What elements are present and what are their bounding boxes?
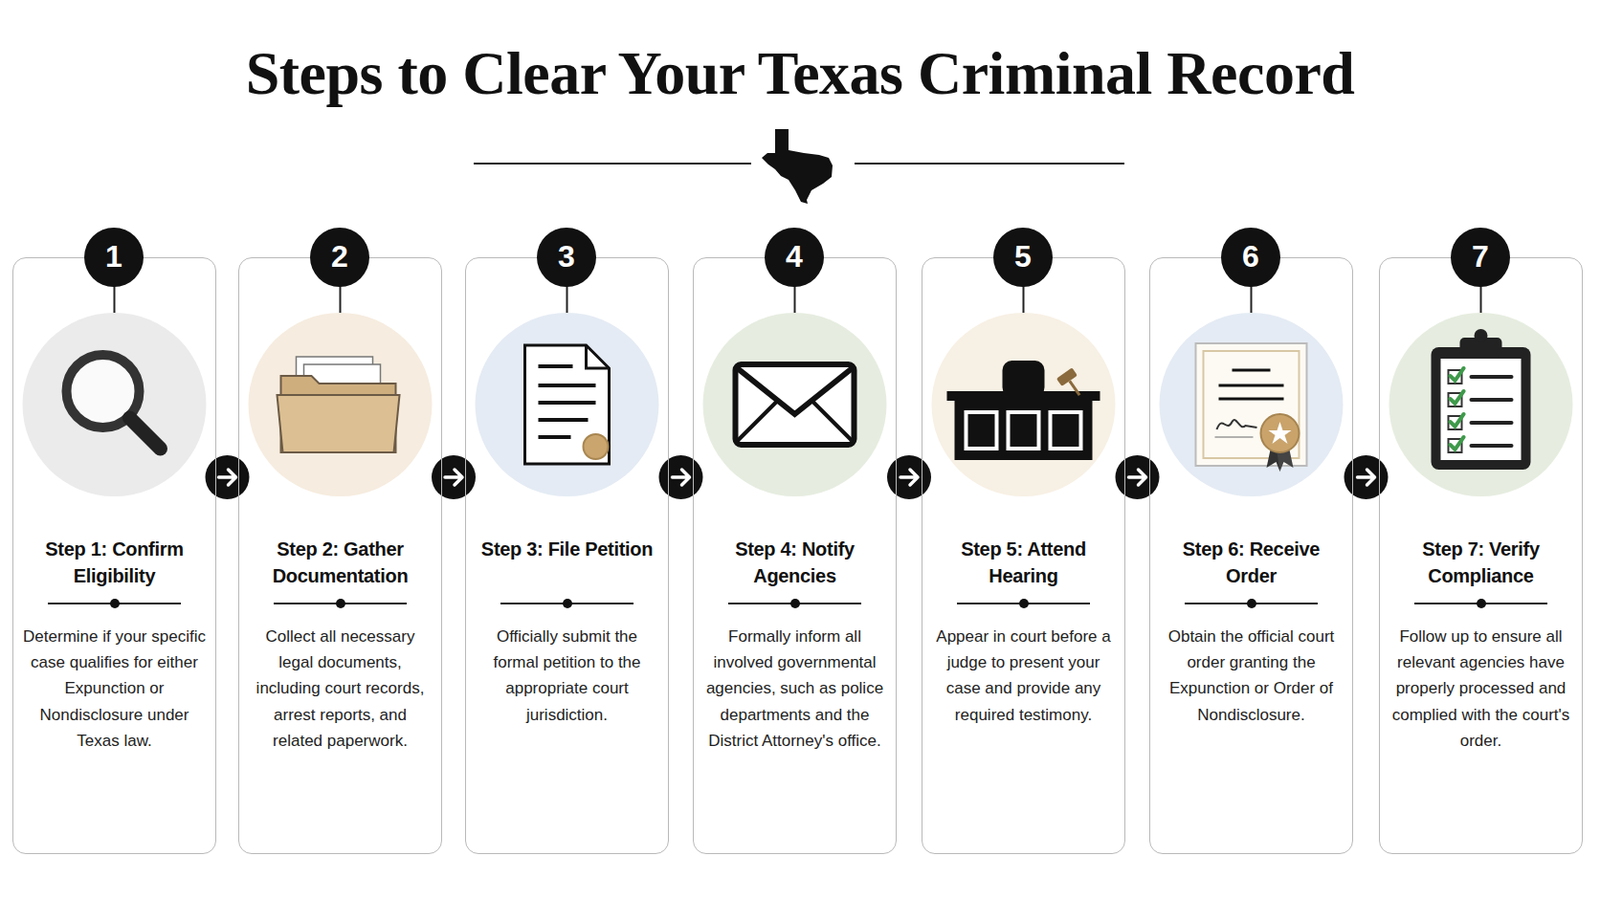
step-description: Appear in court before a judge to presen… (932, 623, 1115, 729)
step-number: 6 (1221, 227, 1281, 288)
step-description: Officially submit the formal petition to… (475, 623, 659, 729)
divider-line (500, 602, 634, 605)
diagram-title: Steps to Clear Your Texas Criminal Recor… (0, 38, 1600, 110)
step-card: Step 1: Confirm EligibilityDetermine if … (12, 257, 217, 855)
step-number-text: 4 (785, 239, 803, 275)
step-number: 5 (993, 227, 1053, 288)
step-number-text: 3 (557, 239, 576, 275)
step-card: Step 3: File PetitionOfficially submit t… (465, 257, 669, 855)
step-arrow (1115, 455, 1160, 500)
step-heading: Step 7: Verify Compliance (1387, 535, 1575, 590)
divider-dot (1476, 599, 1487, 609)
divider-dot (110, 599, 120, 609)
step-description: Formally inform all involved governmenta… (703, 623, 887, 755)
step-description: Collect all necessary legal documents, i… (248, 623, 432, 755)
step-number: 2 (310, 227, 370, 288)
step-heading: Step 1: Confirm Eligibility (21, 535, 208, 590)
step-arrow (431, 455, 476, 500)
step-card: Step 4: Notify AgenciesFormally inform a… (692, 257, 897, 855)
step-card: Step 2: Gather DocumentationCollect all … (238, 257, 443, 855)
clipboard-icon (1389, 285, 1574, 497)
divider-line (1184, 602, 1318, 605)
step-number-text: 5 (1014, 239, 1032, 275)
divider-dot (1246, 599, 1257, 609)
rule-line (854, 162, 1125, 165)
certificate-icon (1159, 285, 1344, 497)
step-description: Obtain the official court order granting… (1159, 623, 1343, 729)
divider-line (956, 602, 1090, 605)
envelope-icon (703, 285, 888, 497)
step-heading: Step 5: Attend Hearing (930, 535, 1117, 590)
step-card: Step 5: Attend HearingAppear in court be… (921, 257, 1126, 855)
step-number: 1 (84, 227, 144, 288)
step-arrow (659, 455, 704, 500)
step-arrow (887, 455, 932, 500)
step-number-text: 2 (331, 239, 349, 275)
divider-line (47, 602, 181, 605)
magnifier-icon (22, 285, 207, 497)
divider-line (728, 602, 862, 605)
step-heading: Step 2: Gather Documentation (246, 535, 434, 590)
step-arrow (1344, 455, 1389, 500)
divider-dot (790, 599, 800, 609)
step-heading: Step 6: Receive Order (1157, 535, 1345, 590)
step-number: 3 (536, 227, 597, 288)
step-heading: Step 3: File Petition (473, 535, 661, 563)
divider-dot (335, 599, 346, 609)
step-description: Follow up to ensure all relevant agencie… (1389, 623, 1573, 755)
folder-icon (248, 285, 433, 497)
courtroom-icon (932, 285, 1116, 497)
step-number-text: 6 (1242, 239, 1260, 275)
step-card: Step 6: Receive OrderObtain the official… (1149, 257, 1354, 855)
step-card: Step 7: Verify ComplianceFollow up to en… (1378, 257, 1583, 855)
rule-line (473, 162, 752, 165)
divider-line (1414, 602, 1548, 605)
step-number: 7 (1450, 227, 1511, 288)
step-description: Determine if your specific case qualifie… (22, 623, 206, 755)
texas-silhouette (761, 129, 833, 204)
step-number-text: 1 (105, 239, 123, 275)
step-heading: Step 4: Notify Agencies (701, 535, 889, 590)
step-number-text: 7 (1471, 239, 1489, 275)
divider-dot (1019, 599, 1029, 609)
divider-dot (562, 599, 573, 609)
document-icon (475, 285, 660, 497)
step-arrow (205, 455, 250, 500)
step-number: 4 (764, 227, 824, 288)
divider-line (273, 602, 407, 605)
